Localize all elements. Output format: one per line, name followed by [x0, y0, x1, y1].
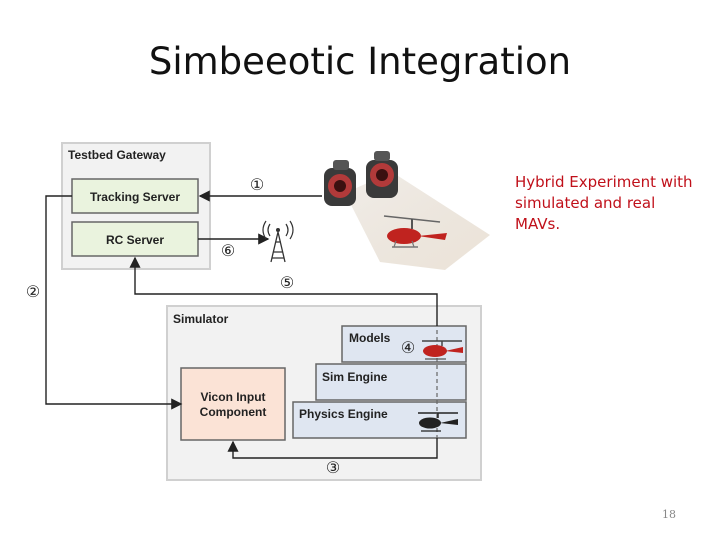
- physics-helicopter-icon: [418, 412, 458, 432]
- real-helicopter-icon: [383, 215, 447, 248]
- vicon-camera-icon-right: [366, 151, 398, 198]
- arrow-tracking-to-vicon: [45, 195, 183, 410]
- step-1-marker: ①: [250, 177, 264, 194]
- tracking-server-label: Tracking Server: [90, 190, 180, 204]
- slide-caption: Hybrid Experiment with simulated and rea…: [515, 173, 693, 233]
- tracking-server-box: [71, 178, 199, 214]
- sim-engine-box: [315, 363, 467, 401]
- step-3-marker: ③: [326, 460, 340, 477]
- step-6-marker: ⑥: [221, 243, 235, 260]
- arrow-models-to-rc: [129, 256, 438, 326]
- step-5-marker: ⑤: [280, 275, 294, 292]
- arrow-physics-to-vicon: [227, 438, 438, 459]
- simulator-label: Simulator: [173, 312, 229, 326]
- vicon-label-line1: Vicon Input: [200, 390, 265, 404]
- models-box: [341, 325, 467, 363]
- vicon-input-box: [180, 367, 286, 441]
- page-number: 18: [662, 508, 676, 521]
- step-4-marker: ④: [401, 340, 415, 357]
- vicon-label-line2: Component: [200, 405, 267, 419]
- vicon-camera-icon-left: [324, 160, 356, 206]
- rc-server-label: RC Server: [106, 233, 164, 247]
- slide-title: Simbeeotic Integration: [148, 40, 572, 83]
- testbed-gateway-label: Testbed Gateway: [68, 148, 166, 162]
- physics-engine-label: Physics Engine: [299, 407, 388, 421]
- model-helicopter-icon: [422, 340, 463, 360]
- models-label: Models: [349, 331, 391, 345]
- antenna-icon: [262, 220, 294, 263]
- rc-server-box: [71, 221, 199, 257]
- step-2-marker: ②: [26, 284, 40, 301]
- sim-engine-label: Sim Engine: [322, 370, 388, 384]
